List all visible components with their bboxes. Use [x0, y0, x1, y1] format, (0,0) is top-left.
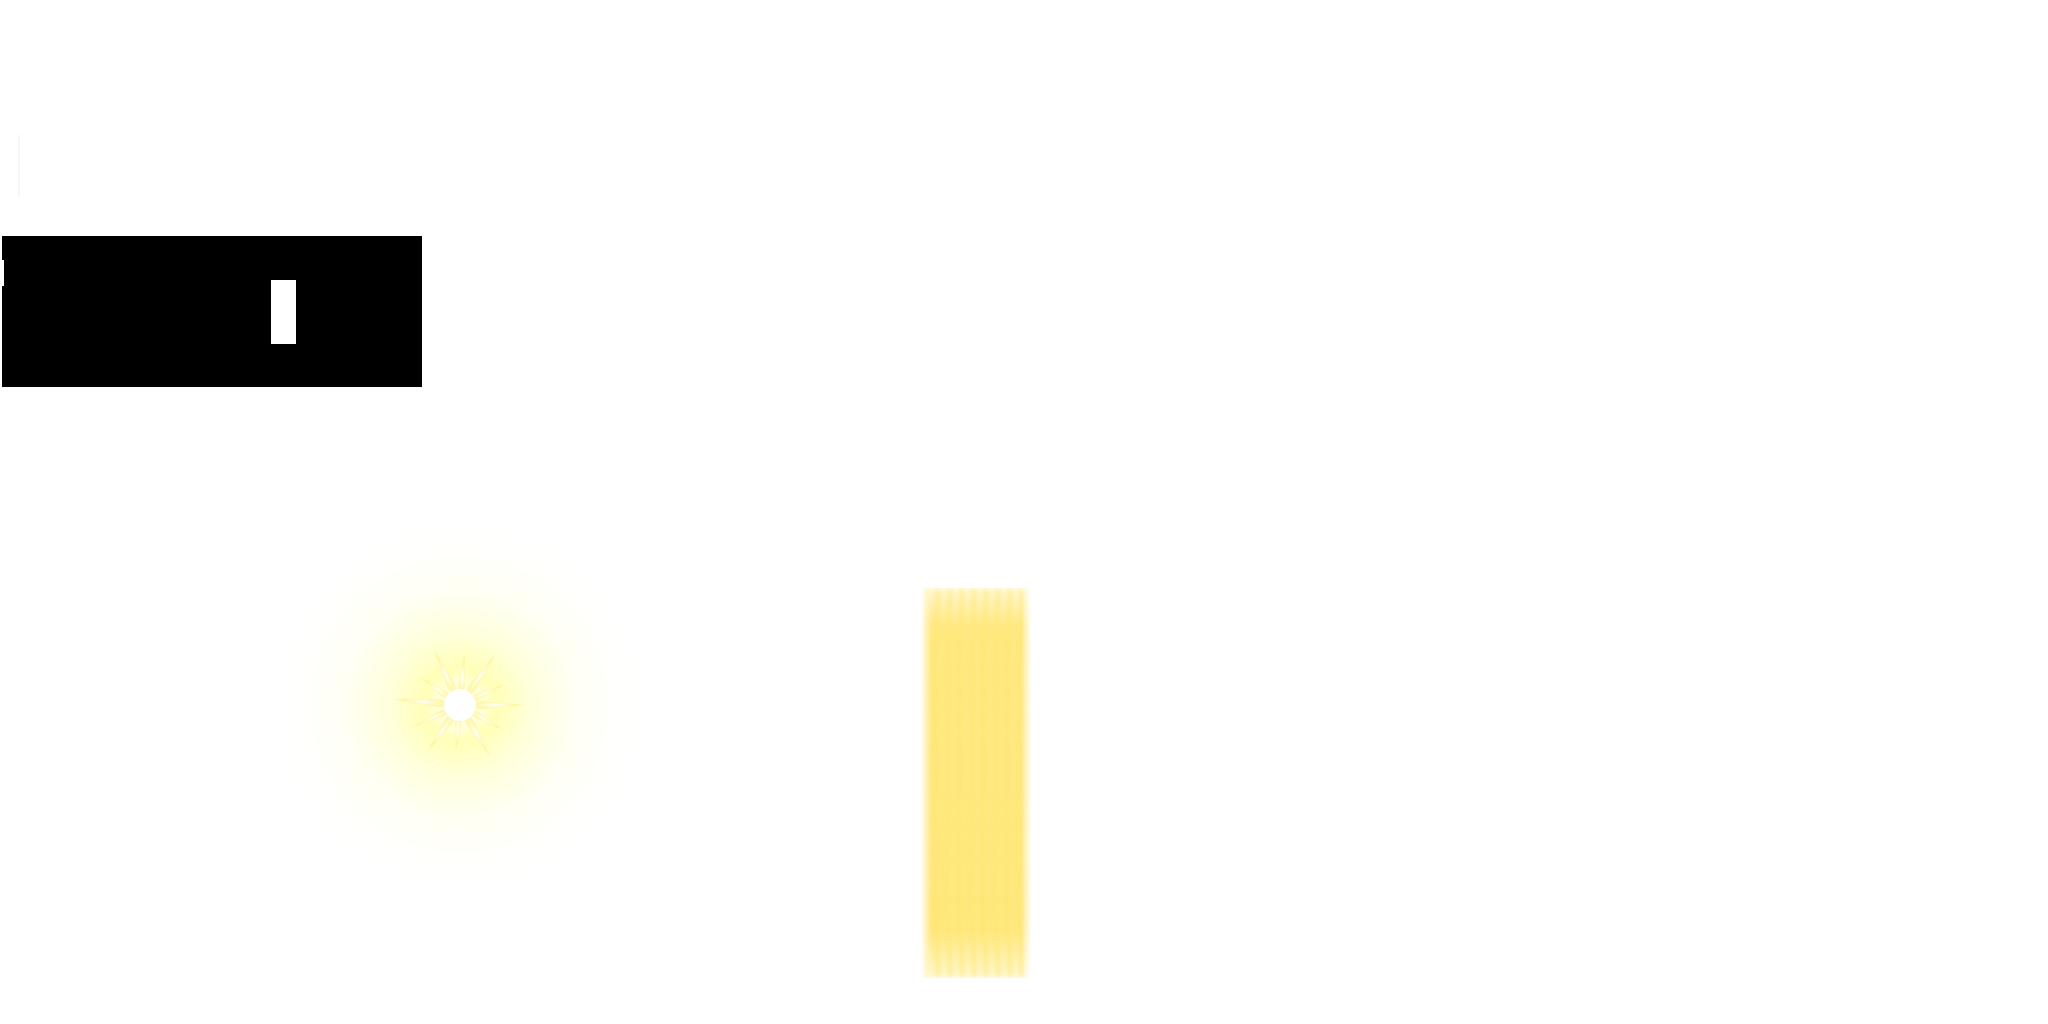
faint-top-mark	[18, 135, 20, 197]
white-slot-sprite	[271, 280, 296, 344]
glow-burst-sprite	[280, 525, 640, 885]
panel-notch	[2, 260, 4, 286]
light-beam-sprite	[920, 588, 1032, 978]
black-panel-sprite	[2, 236, 422, 387]
burst-rays-icon	[388, 645, 530, 762]
